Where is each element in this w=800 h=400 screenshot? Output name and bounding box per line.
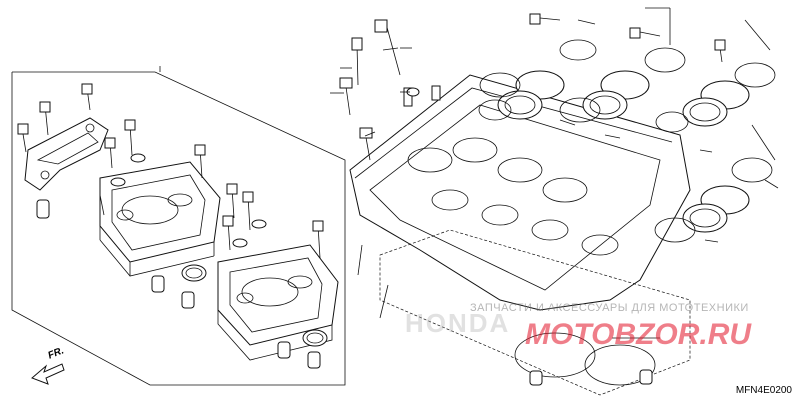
watermark-logo: HONDA: [405, 308, 511, 338]
insulator-1: [479, 70, 565, 120]
watermark-text: ЗАПЧАСТИ И АКСЕССУАРЫ ДЛЯ МОТОТЕХНИКИ: [470, 302, 749, 314]
cover-left: [99, 161, 221, 277]
insulator-4: [654, 157, 773, 243]
dowels-and-orings: [36, 87, 653, 386]
cam-holder-bracket: [24, 117, 109, 191]
head-cover-assembly: [11, 71, 346, 386]
insulator-3: [644, 47, 776, 127]
cover-right: [217, 244, 339, 361]
front-direction-arrow: [31, 363, 65, 385]
insulators: [478, 39, 776, 243]
diagram-code: MFN4E0200: [735, 385, 792, 396]
head-gasket: [379, 229, 691, 396]
insulator-2: [559, 70, 650, 123]
watermark-brand: MOTOBZOR.RU: [525, 318, 752, 351]
leader-lines: [159, 7, 776, 339]
